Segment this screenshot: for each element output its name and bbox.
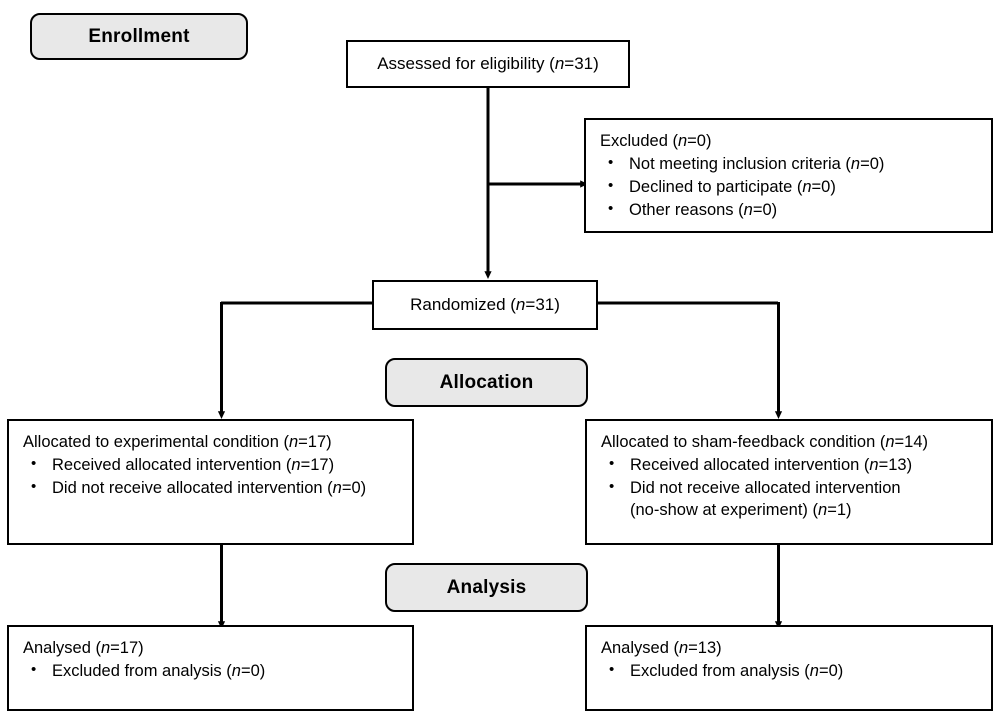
allocated-right-list: Received allocated intervention (n=13) D…: [601, 454, 991, 522]
list-item: Not meeting inclusion criteria (n=0): [600, 153, 991, 176]
allocated-left-item-1-n-italic: n: [332, 478, 342, 497]
allocated-left-head: Allocated to experimental condition (n=1…: [23, 432, 412, 454]
node-randomized: Randomized (n=31): [372, 280, 598, 330]
allocated-right-item-1-value: =1): [827, 500, 852, 519]
analysed-left-item-0-value: =0): [240, 661, 266, 680]
allocated-right-head: Allocated to sham-feedback condition (n=…: [601, 432, 991, 454]
allocated-right-head-label: Allocated to sham-feedback condition (: [601, 433, 886, 451]
list-item: Received allocated intervention (n=17): [23, 454, 412, 477]
excluded-head: Excluded (n=0): [600, 131, 991, 153]
excluded-head-n-italic: n: [677, 132, 688, 150]
stage-label-enrollment: Enrollment: [30, 13, 248, 60]
list-item: Other reasons (n=0): [600, 199, 991, 222]
allocated-left-item-1-label: Did not receive allocated intervention (: [52, 478, 333, 497]
node-allocated-experimental: Allocated to experimental condition (n=1…: [7, 419, 414, 545]
analysed-left-list: Excluded from analysis (n=0): [23, 660, 412, 683]
node-allocated-sham-feedback: Allocated to sham-feedback condition (n=…: [585, 419, 993, 545]
analysed-left-item-0-label: Excluded from analysis (: [52, 661, 232, 680]
excluded-item-1-value: =0): [811, 177, 836, 196]
node-assessed-text: Assessed for eligibility (n=31): [377, 54, 599, 74]
analysed-right-head: Analysed (n=13): [601, 638, 991, 660]
analysed-left-head: Analysed (n=17): [23, 638, 412, 660]
allocated-left-head-value: =17): [298, 433, 332, 451]
list-item: Received allocated intervention (n=13): [601, 454, 991, 477]
assessed-label: Assessed for eligibility (: [377, 54, 555, 73]
node-analysed-experimental: Analysed (n=17) Excluded from analysis (…: [7, 625, 414, 711]
analysed-right-head-value: =13): [688, 639, 722, 657]
allocated-right-item-1-line1: Did not receive allocated intervention: [630, 478, 901, 497]
analysed-left-head-value: =17): [110, 639, 144, 657]
allocated-right-item-1-n-italic: n: [818, 500, 828, 519]
analysed-left-item-0-n-italic: n: [231, 661, 241, 680]
node-analysed-sham-feedback: Analysed (n=13) Excluded from analysis (…: [585, 625, 993, 711]
stage-label-enrollment-text: Enrollment: [88, 25, 190, 47]
allocated-right-head-value: =14): [894, 433, 928, 451]
node-assessed-for-eligibility: Assessed for eligibility (n=31): [346, 40, 630, 88]
node-randomized-text: Randomized (n=31): [410, 295, 560, 315]
list-item: Did not receive allocated intervention (…: [23, 477, 412, 500]
analysed-right-head-label: Analysed (: [601, 639, 679, 657]
excluded-item-2-label: Other reasons (: [629, 200, 744, 219]
node-excluded: Excluded (n=0) Not meeting inclusion cri…: [584, 118, 993, 233]
allocated-right-head-n-italic: n: [885, 433, 895, 451]
allocated-right-item-0-n-italic: n: [869, 455, 879, 474]
randomized-value: =31): [525, 295, 560, 314]
list-item: Did not receive allocated intervention (n…: [601, 477, 991, 522]
allocated-left-item-0-n-italic: n: [291, 455, 301, 474]
analysed-right-item-0-n-italic: n: [809, 661, 819, 680]
excluded-item-2-n-italic: n: [743, 200, 753, 219]
excluded-item-0-n-italic: n: [850, 154, 861, 173]
excluded-item-2-value: =0): [752, 200, 778, 219]
assessed-n-italic: n: [554, 54, 565, 73]
stage-label-analysis-text: Analysis: [446, 576, 527, 598]
analysed-left-head-n-italic: n: [100, 639, 111, 657]
allocated-right-item-1-line2-label: (no-show at experiment) (: [630, 500, 818, 519]
assessed-value: =31): [564, 54, 599, 73]
excluded-head-label: Excluded (: [600, 132, 678, 150]
analysed-right-list: Excluded from analysis (n=0): [601, 660, 991, 683]
allocated-left-list: Received allocated intervention (n=17) D…: [23, 454, 412, 500]
excluded-head-value: =0): [687, 132, 712, 150]
analysed-right-head-n-italic: n: [678, 639, 689, 657]
list-item: Excluded from analysis (n=0): [23, 660, 412, 683]
analysed-left-head-label: Analysed (: [23, 639, 101, 657]
allocated-left-item-1-value: =0): [341, 478, 367, 497]
allocated-right-item-0-value: =13): [878, 455, 913, 474]
excluded-item-0-label: Not meeting inclusion criteria (: [629, 154, 851, 173]
excluded-item-1-label: Declined to participate (: [629, 177, 803, 196]
allocated-left-head-label: Allocated to experimental condition (: [23, 433, 289, 451]
allocated-right-item-0-label: Received allocated intervention (: [630, 455, 870, 474]
stage-label-allocation-text: Allocation: [439, 371, 534, 393]
randomized-label: Randomized (: [410, 295, 516, 314]
allocated-left-item-0-value: =17): [300, 455, 335, 474]
analysed-right-item-0-value: =0): [818, 661, 844, 680]
analysed-right-item-0-label: Excluded from analysis (: [630, 661, 810, 680]
list-item: Declined to participate (n=0): [600, 176, 991, 199]
allocated-left-item-0-label: Received allocated intervention (: [52, 455, 292, 474]
allocated-left-head-n-italic: n: [288, 433, 299, 451]
excluded-item-0-value: =0): [860, 154, 885, 173]
stage-label-allocation: Allocation: [385, 358, 588, 407]
list-item: Excluded from analysis (n=0): [601, 660, 991, 683]
stage-label-analysis: Analysis: [385, 563, 588, 612]
excluded-item-1-n-italic: n: [802, 177, 812, 196]
excluded-reason-list: Not meeting inclusion criteria (n=0) Dec…: [600, 153, 991, 222]
randomized-n-italic: n: [515, 295, 526, 314]
